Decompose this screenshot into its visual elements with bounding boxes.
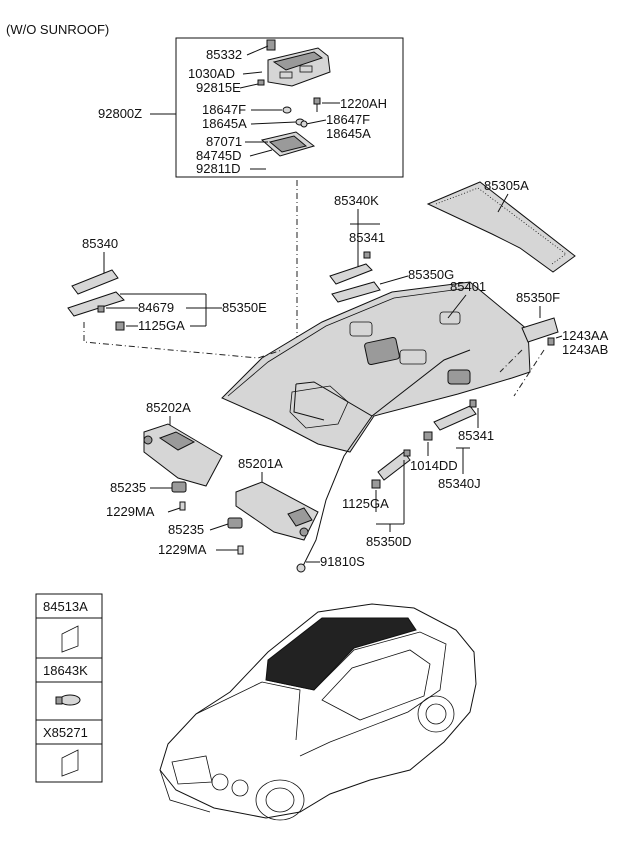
label-1243AB: 1243AB bbox=[562, 342, 608, 357]
square-pad-icon bbox=[61, 749, 79, 777]
label-1229MA-a: 1229MA bbox=[106, 504, 155, 519]
label-85350D: 85350D bbox=[366, 534, 412, 549]
label-85341-a: 85341 bbox=[349, 230, 385, 245]
variant-note: (W/O SUNROOF) bbox=[6, 22, 109, 37]
label-85341-b: 85341 bbox=[458, 428, 494, 443]
headliner-part bbox=[221, 281, 531, 453]
label-92811D: 92811D bbox=[196, 161, 241, 176]
legend-code-84513A: 84513A bbox=[43, 599, 88, 614]
label-85340K: 85340K bbox=[334, 193, 379, 208]
bracket-part-lower bbox=[371, 449, 411, 489]
label-85235-a: 85235 bbox=[110, 480, 146, 495]
label-84679: 84679 bbox=[138, 300, 174, 315]
label-85340J: 85340J bbox=[438, 476, 481, 491]
label-18645A-a: 18645A bbox=[202, 116, 247, 131]
label-85305A: 85305A bbox=[484, 178, 529, 193]
bracket-part-right bbox=[521, 317, 559, 346]
console-group-code: 92800Z bbox=[98, 106, 142, 121]
sun-visor-left-part bbox=[143, 423, 223, 487]
label-84745D: 84745D bbox=[196, 148, 242, 163]
console-housing-part bbox=[266, 39, 331, 87]
label-18645A-b: 18645A bbox=[326, 126, 371, 141]
label-18647F-b: 18647F bbox=[326, 112, 370, 127]
console-lens-part bbox=[260, 131, 316, 157]
square-pad-icon bbox=[61, 625, 79, 653]
label-91810S: 91810S bbox=[320, 554, 365, 569]
label-1243AA: 1243AA bbox=[562, 328, 609, 343]
label-85202A: 85202A bbox=[146, 400, 191, 415]
label-18647F-a: 18647F bbox=[202, 102, 246, 117]
legend-code-18643K: 18643K bbox=[43, 663, 88, 678]
label-85350G: 85350G bbox=[408, 267, 454, 282]
visor-clip-part-b bbox=[227, 517, 244, 555]
car-illustration bbox=[159, 603, 477, 821]
label-1014DD: 1014DD bbox=[410, 458, 458, 473]
label-1229MA-b: 1229MA bbox=[158, 542, 207, 557]
label-85332: 85332 bbox=[206, 47, 242, 62]
label-85350F: 85350F bbox=[516, 290, 560, 305]
bulb-icon bbox=[55, 694, 81, 706]
visor-clip-part-a bbox=[171, 481, 187, 511]
label-1220AH: 1220AH bbox=[340, 96, 387, 111]
roof-pad-part bbox=[426, 181, 576, 273]
legend-code-X85271: X85271 bbox=[43, 725, 88, 740]
legend-table: 84513A 18643K X85271 bbox=[35, 593, 103, 783]
label-85201A: 85201A bbox=[238, 456, 283, 471]
console-group-frame bbox=[175, 37, 404, 178]
label-85340: 85340 bbox=[82, 236, 118, 251]
label-85235-b: 85235 bbox=[168, 522, 204, 537]
bolt-icon bbox=[313, 97, 321, 112]
sun-visor-right-part bbox=[235, 481, 319, 541]
label-1125GA-a: 1125GA bbox=[138, 318, 185, 333]
grab-handle-part-left bbox=[67, 269, 125, 331]
label-1125GA-b: 1125GA bbox=[342, 496, 389, 511]
grab-handle-part-lower bbox=[423, 399, 477, 441]
label-92815E: 92815E bbox=[196, 80, 241, 95]
label-85401: 85401 bbox=[450, 279, 486, 294]
overhead-console-group: 92800Z 85332 1030AD 92815E 18647F 18645A bbox=[98, 37, 404, 178]
label-85350E: 85350E bbox=[222, 300, 267, 315]
label-1030AD: 1030AD bbox=[188, 66, 235, 81]
label-87071: 87071 bbox=[206, 134, 242, 149]
grab-handle-part-top bbox=[329, 251, 381, 303]
